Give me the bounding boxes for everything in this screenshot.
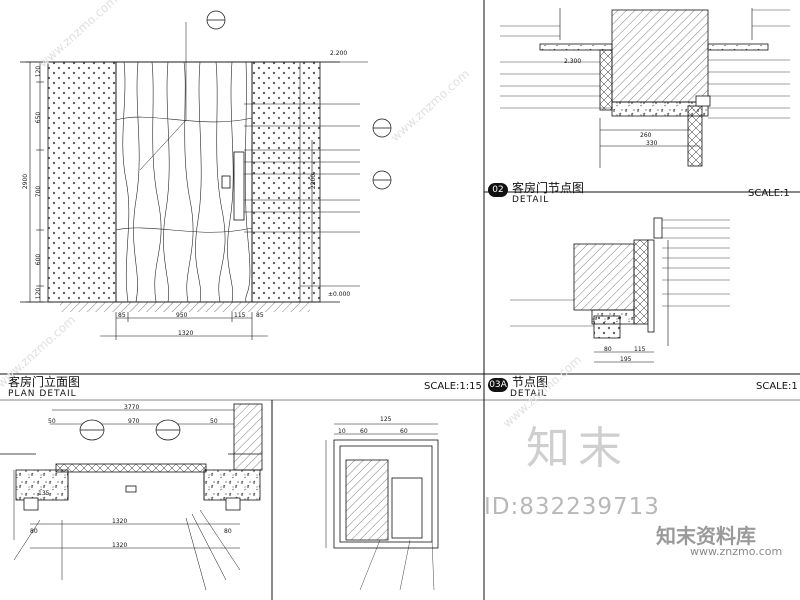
detail-03a-leaders bbox=[510, 219, 730, 327]
detail-02-title: 客房门节点图 bbox=[512, 181, 585, 195]
elevation-callouts bbox=[206, 10, 392, 190]
plan-dim-8: 135 bbox=[38, 490, 50, 497]
detail-02-scale: SCALE:1 bbox=[748, 188, 790, 199]
elevation-subtitle: PLAN DETAIL bbox=[8, 389, 77, 399]
detail-03a-dim-1: 80 bbox=[604, 346, 612, 353]
elevation-dim-b3: 115 bbox=[234, 312, 246, 319]
elevation-bottom-dim bbox=[100, 312, 268, 340]
plan-dim-4: 50 bbox=[210, 418, 218, 425]
door-elevation bbox=[20, 61, 340, 312]
plan-dim-2: 50 bbox=[48, 418, 56, 425]
door-section bbox=[325, 423, 439, 591]
detail-03a-badge: 03A bbox=[488, 378, 508, 392]
plan-dim-9: 80 bbox=[224, 528, 232, 535]
detail-02-dim-2: 330 bbox=[646, 140, 658, 147]
plan-dim-total: 3770 bbox=[124, 404, 140, 411]
door-plan bbox=[0, 403, 263, 511]
plan-callouts bbox=[79, 419, 181, 441]
detail-03a-dim-2: 115 bbox=[634, 346, 646, 353]
detail-03a-dim-3: 195 bbox=[620, 356, 632, 363]
elevation-level-top: 2.200 bbox=[330, 50, 348, 57]
detail-03a-title: 节点图 bbox=[512, 375, 549, 389]
elevation-level-bottom: ±0.000 bbox=[328, 291, 351, 298]
elevation-left-dim-2: 650 bbox=[35, 111, 43, 124]
detail-02-badge: 02 bbox=[488, 183, 508, 197]
section-dim-4: 60 bbox=[400, 428, 408, 435]
elevation-dim-b1: 85 bbox=[118, 312, 126, 319]
plan-dims bbox=[13, 409, 241, 591]
elevation-dim-right: 2200 bbox=[310, 173, 318, 190]
detail-02-dim-1: 260 bbox=[640, 132, 652, 139]
elevation-scale: SCALE:1:15 bbox=[424, 381, 482, 392]
detail-02-subtitle: DETAIL bbox=[512, 195, 550, 205]
elevation-left-dim-1: 120 bbox=[35, 65, 43, 78]
detail-03a-subtitle: DETAIL bbox=[510, 389, 548, 399]
section-dim-width: 125 bbox=[380, 416, 392, 423]
detail-03a-drawing bbox=[573, 217, 669, 363]
elevation-dim-total: 1320 bbox=[178, 330, 194, 337]
elevation-dim-b4: 85 bbox=[256, 312, 264, 319]
elevation-left-dim-3: 700 bbox=[35, 185, 43, 198]
elevation-right-dim bbox=[296, 61, 316, 303]
elevation-title: 客房门立面图 bbox=[8, 375, 81, 389]
elevation-dim-height: 2900 bbox=[22, 173, 30, 190]
elevation-dim-b2: 950 bbox=[176, 312, 188, 319]
section-dim-2: 10 bbox=[338, 428, 346, 435]
detail-02-leaders bbox=[500, 9, 790, 119]
detail-03a-scale: SCALE:1 bbox=[756, 381, 798, 392]
section-dim-3: 60 bbox=[360, 428, 368, 435]
elevation-left-dim bbox=[26, 61, 44, 303]
plan-dim-3: 970 bbox=[128, 418, 140, 425]
detail-02-dim-3: 2.300 bbox=[564, 58, 582, 65]
detail-02-drawing bbox=[539, 8, 769, 168]
elevation-left-dim-4: 600 bbox=[35, 253, 43, 266]
elevation-leaders bbox=[139, 22, 368, 287]
plan-dim-5: 1320 bbox=[112, 518, 128, 525]
elevation-left-dim-5: 120 bbox=[35, 287, 43, 300]
plan-dim-6: 1320 bbox=[112, 542, 128, 549]
plan-dim-7: 80 bbox=[30, 528, 38, 535]
